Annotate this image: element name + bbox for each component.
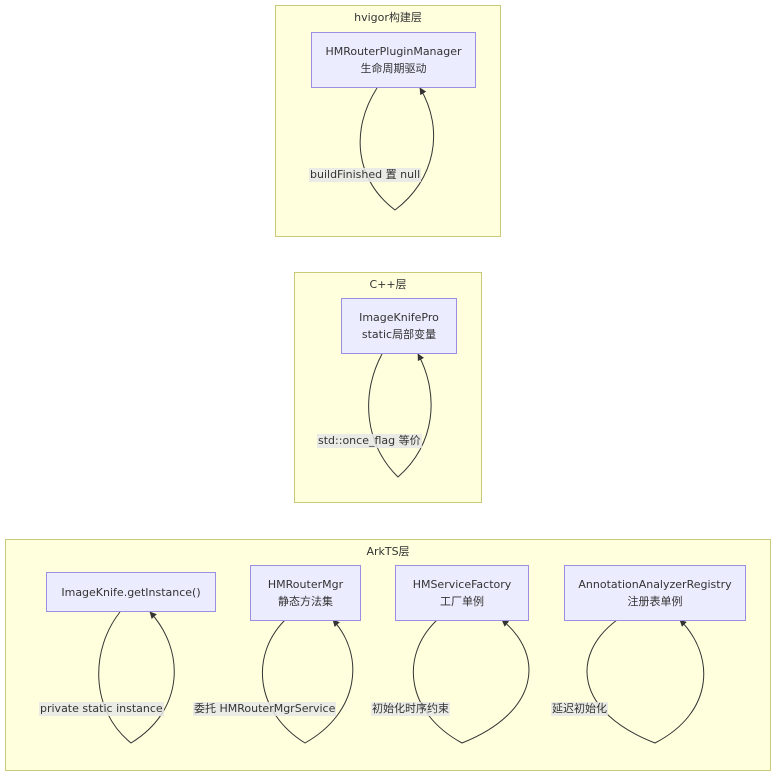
node-router-mgr[interactable]: HMRouterMgr 静态方法集 (250, 565, 361, 621)
node-service-factory[interactable]: HMServiceFactory 工厂单例 (395, 565, 529, 621)
node-image-knife-pro[interactable]: ImageKnifePro static局部变量 (341, 298, 457, 354)
node-plugin-manager-line2: 生命周期驱动 (360, 62, 427, 75)
node-image-knife-line1: ImageKnife.getInstance() (61, 585, 201, 599)
cluster-cpp-title: C++层 (369, 278, 407, 291)
node-service-factory-line1: HMServiceFactory (412, 578, 512, 591)
cluster-hvigor-title: hvigor构建层 (354, 11, 422, 24)
node-service-factory-line2: 工厂单例 (440, 595, 484, 608)
edge-image-knife-loop (98, 611, 175, 744)
node-annotation-registry-line2: 注册表单例 (627, 595, 683, 608)
node-image-knife-pro-line1: ImageKnifePro (359, 311, 439, 324)
edge-label-image-knife-pro: std::once_flag 等价 (317, 434, 422, 448)
edge-label-annotation-registry: 延迟初始化 (551, 702, 608, 716)
node-plugin-manager[interactable]: HMRouterPluginManager 生命周期驱动 (311, 32, 476, 88)
edge-label-plugin-manager: buildFinished 置 null (309, 168, 422, 182)
edge-plugin-manager-loop (359, 87, 435, 211)
edge-label-image-knife: private static instance (39, 702, 164, 716)
edge-annotation-registry-loop (586, 619, 705, 744)
node-image-knife[interactable]: ImageKnife.getInstance() (46, 572, 216, 612)
node-annotation-registry[interactable]: AnnotationAnalyzerRegistry 注册表单例 (564, 565, 746, 621)
edge-label-service-factory: 初始化时序约束 (371, 702, 450, 716)
node-annotation-registry-line1: AnnotationAnalyzerRegistry (578, 578, 732, 591)
cluster-arkts-title: ArkTS层 (366, 545, 410, 558)
node-plugin-manager-line1: HMRouterPluginManager (325, 45, 462, 58)
node-image-knife-pro-line2: static局部变量 (361, 328, 437, 341)
edge-router-mgr-loop (262, 619, 354, 744)
edge-label-router-mgr: 委托 HMRouterMgrService (193, 702, 337, 716)
edge-service-factory-loop (412, 619, 530, 744)
edge-image-knife-pro-loop (368, 353, 432, 478)
node-router-mgr-line2: 静态方法集 (278, 595, 333, 608)
node-router-mgr-line1: HMRouterMgr (267, 578, 344, 591)
